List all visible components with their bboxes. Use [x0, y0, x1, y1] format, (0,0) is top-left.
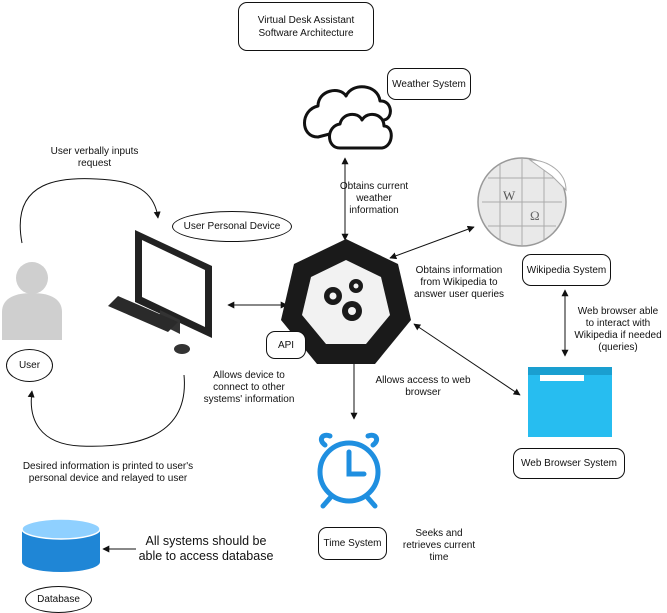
computer-monitor-icon	[108, 230, 212, 354]
browser-hub-arrow	[413, 323, 521, 396]
wikipedia-info-label: Obtains information from Wikipedia to an…	[413, 265, 505, 300]
database-box: Database	[25, 586, 92, 613]
time-system-box: Time System	[318, 527, 387, 560]
api-gear-hub-icon	[281, 239, 411, 364]
time-info-label: Seeks and retrieves current time	[402, 528, 476, 563]
user-input-arrow	[19, 178, 161, 244]
user-silhouette-icon	[2, 262, 62, 340]
database-cylinder-icon	[21, 518, 101, 572]
weather-info-label: Obtains current weather information	[339, 181, 409, 216]
svg-text:Ω: Ω	[530, 208, 540, 223]
user-box: User	[6, 349, 53, 382]
wikipedia-globe-icon: W Ω	[477, 157, 567, 247]
user-personal-device-box: User Personal Device	[172, 211, 292, 242]
web-browser-system-box: Web Browser System	[513, 448, 625, 479]
wikipedia-system-box: Wikipedia System	[522, 254, 611, 286]
api-box: API	[266, 331, 306, 359]
browser-wikipedia-label: Web browser able to interact with Wikipe…	[574, 306, 662, 353]
weather-system-box: Weather System	[387, 68, 471, 100]
browser-window-icon	[528, 367, 612, 437]
svg-text:W: W	[503, 188, 516, 203]
user-input-label: User verbally inputs request	[50, 146, 139, 169]
wiki-hub-arrow	[389, 225, 475, 260]
web-access-label: Allows access to web browser	[375, 375, 471, 398]
database-note-label: All systems should be able to access dat…	[138, 534, 274, 563]
output-arrow	[27, 374, 185, 447]
device-connect-label: Allows device to connect to other system…	[203, 370, 295, 405]
output-label: Desired information is printed to user's…	[22, 461, 194, 484]
cloud-icon	[303, 85, 393, 150]
diagram-title: Virtual Desk Assistant Software Architec…	[238, 2, 374, 51]
alarm-clock-icon	[317, 432, 381, 509]
